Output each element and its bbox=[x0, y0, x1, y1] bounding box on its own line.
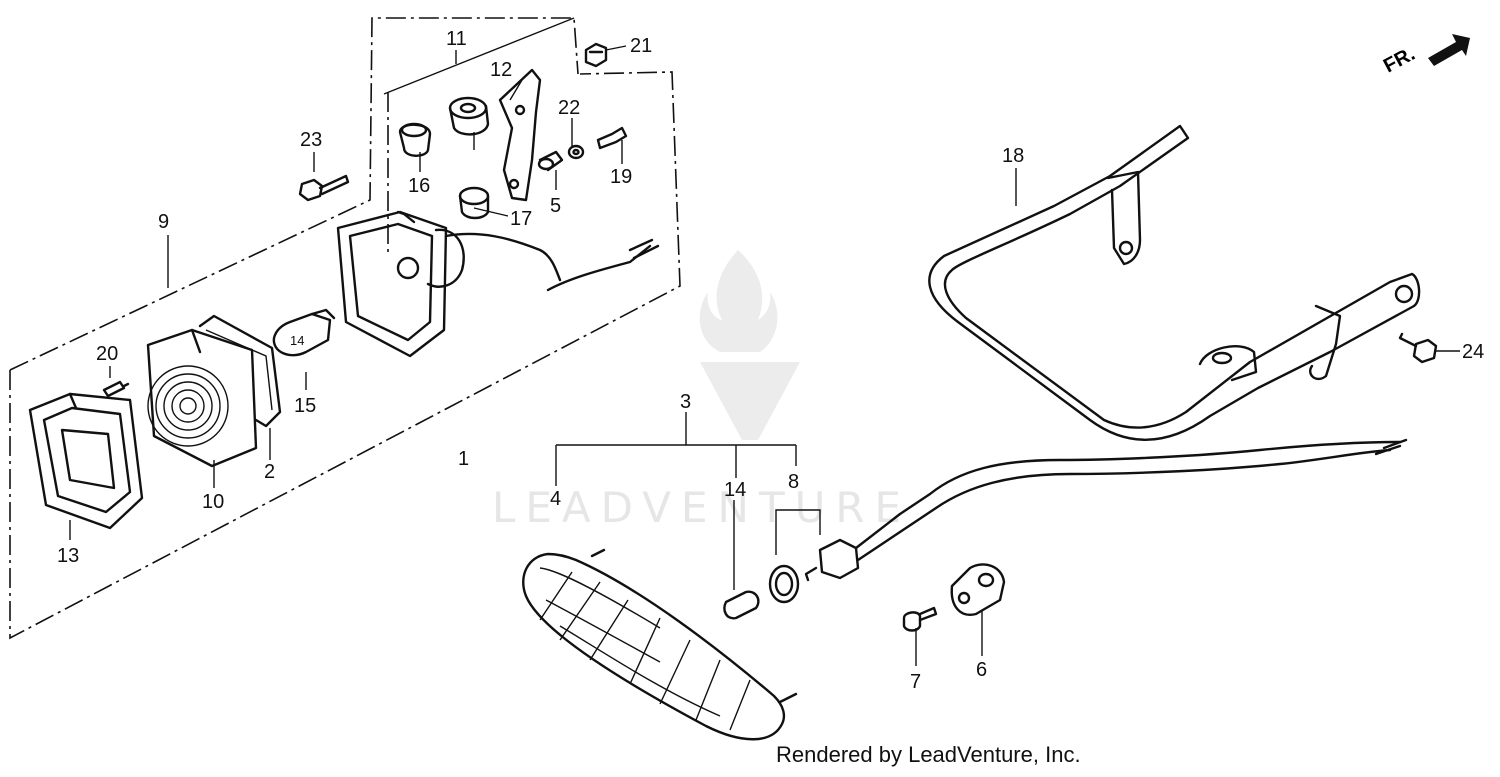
rendered-by-footer: Rendered by LeadVenture, Inc. bbox=[776, 742, 1081, 767]
part-15-bulb: 14 bbox=[272, 308, 336, 357]
callout-23: 23 bbox=[300, 129, 322, 151]
part-16-collar bbox=[398, 122, 432, 157]
callout-22: 22 bbox=[558, 97, 580, 119]
part-1-grommet bbox=[448, 96, 490, 136]
part-12-stay bbox=[498, 68, 542, 202]
part-2-gasket bbox=[198, 314, 282, 428]
taillight-group-outline-upper bbox=[9, 17, 579, 371]
callout-11: 11 bbox=[446, 28, 467, 50]
callout-7: 7 bbox=[910, 671, 921, 693]
callout-6: 6 bbox=[976, 659, 987, 681]
part-5-collar bbox=[537, 150, 564, 172]
part-14-bulb bbox=[723, 590, 760, 620]
callout-1: 1 bbox=[458, 448, 469, 470]
part-6-clamp bbox=[950, 563, 1006, 616]
leader-lines bbox=[69, 45, 1460, 666]
part-7-screw bbox=[902, 606, 938, 632]
part-10-tail-lens bbox=[146, 328, 258, 468]
part-20-screw bbox=[102, 380, 130, 398]
svg-text:14: 14 bbox=[290, 333, 304, 348]
callout-21: 21 bbox=[630, 35, 652, 57]
part-18-grab-bar bbox=[928, 124, 1421, 441]
front-direction-arrow-icon bbox=[1428, 34, 1470, 66]
callout-24: 24 bbox=[1462, 341, 1484, 363]
callout-13: 13 bbox=[57, 545, 79, 567]
callout-5: 5 bbox=[550, 195, 561, 217]
part-11-tail-housing bbox=[336, 210, 660, 358]
watermark: LEADVENTURE bbox=[492, 250, 911, 532]
callout-14: 14 bbox=[724, 479, 746, 501]
part-23-bolt bbox=[298, 174, 350, 202]
group-8-bracket bbox=[775, 509, 821, 555]
group-11-bracket bbox=[383, 17, 575, 95]
part-4-side-lamp-lens bbox=[522, 548, 798, 741]
callout-20: 20 bbox=[96, 343, 118, 365]
callout-12: 12 bbox=[490, 59, 512, 81]
callout-9: 9 bbox=[158, 211, 169, 233]
callout-19: 19 bbox=[610, 166, 632, 188]
callout-15: 15 bbox=[294, 395, 316, 417]
callout-3: 3 bbox=[680, 391, 691, 413]
watermark-text: LEADVENTURE bbox=[492, 483, 911, 532]
callout-16: 16 bbox=[408, 175, 430, 197]
callout-18: 18 bbox=[1002, 145, 1024, 167]
callout-2: 2 bbox=[264, 461, 275, 483]
part-24-bolt bbox=[1398, 332, 1438, 364]
part-21-nut bbox=[584, 42, 608, 68]
callout-17: 17 bbox=[510, 208, 532, 230]
taillight-group-outline bbox=[9, 71, 681, 640]
callout-labels: 1 2 3 4 5 6 7 8 9 10 11 12 13 14 15 16 1… bbox=[57, 28, 1484, 693]
part-19-bolt bbox=[596, 126, 628, 150]
callout-8: 8 bbox=[788, 471, 799, 493]
callout-4: 4 bbox=[550, 488, 561, 510]
part-8-socket bbox=[768, 438, 1408, 604]
part-22-washer bbox=[567, 144, 585, 160]
callout-10: 10 bbox=[202, 491, 224, 513]
part-17-grommet bbox=[458, 186, 490, 220]
part-13-tail-bezel bbox=[28, 392, 144, 530]
